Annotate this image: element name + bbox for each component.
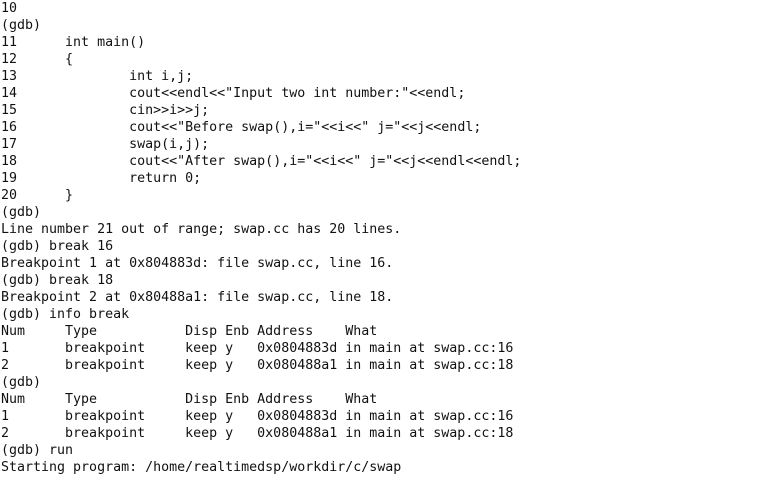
terminal-line: (gdb) xyxy=(1,18,42,33)
terminal-line: (gdb) xyxy=(1,205,42,220)
terminal-line: (gdb) break 16 xyxy=(1,239,114,254)
terminal-line: 20 } xyxy=(1,188,74,203)
terminal-line: 2 breakpoint keep y 0x080488a1 in main a… xyxy=(1,358,514,373)
terminal-line: Breakpoint 2 at 0x80488a1: file swap.cc,… xyxy=(1,290,394,305)
terminal-line: Breakpoint 1 at 0x804883d: file swap.cc,… xyxy=(1,256,394,271)
terminal-line: 2 breakpoint keep y 0x080488a1 in main a… xyxy=(1,426,514,441)
terminal-line: 18 cout<<"After swap(),i="<<i<<" j="<<j<… xyxy=(1,154,522,169)
terminal-line: (gdb) run xyxy=(1,443,74,458)
terminal-line: Line number 21 out of range; swap.cc has… xyxy=(1,222,402,237)
terminal-line: Num Type Disp Enb Address What xyxy=(1,324,378,339)
terminal-line: 14 cout<<endl<<"Input two int number:"<<… xyxy=(1,86,466,101)
terminal-line: 12 { xyxy=(1,52,74,67)
terminal-line: 19 return 0; xyxy=(1,171,202,186)
terminal-line: Num Type Disp Enb Address What xyxy=(1,392,378,407)
terminal-line: 16 cout<<"Before swap(),i="<<i<<" j="<<j… xyxy=(1,120,482,135)
terminal-line: 17 swap(i,j); xyxy=(1,137,210,152)
terminal-line: 1 breakpoint keep y 0x0804883d in main a… xyxy=(1,409,514,424)
terminal-line: (gdb) break 18 xyxy=(1,273,114,288)
terminal-line: 15 cin>>i>>j; xyxy=(1,103,210,118)
terminal-line: Starting program: /home/realtimedsp/work… xyxy=(1,460,402,475)
terminal-line: 13 int i,j; xyxy=(1,69,194,84)
terminal-line: (gdb) info break xyxy=(1,307,130,322)
terminal-line: (gdb) xyxy=(1,375,42,390)
terminal-line: 11 int main() xyxy=(1,35,146,50)
terminal-line: 1 breakpoint keep y 0x0804883d in main a… xyxy=(1,341,514,356)
terminal-line: 10 xyxy=(1,1,18,16)
